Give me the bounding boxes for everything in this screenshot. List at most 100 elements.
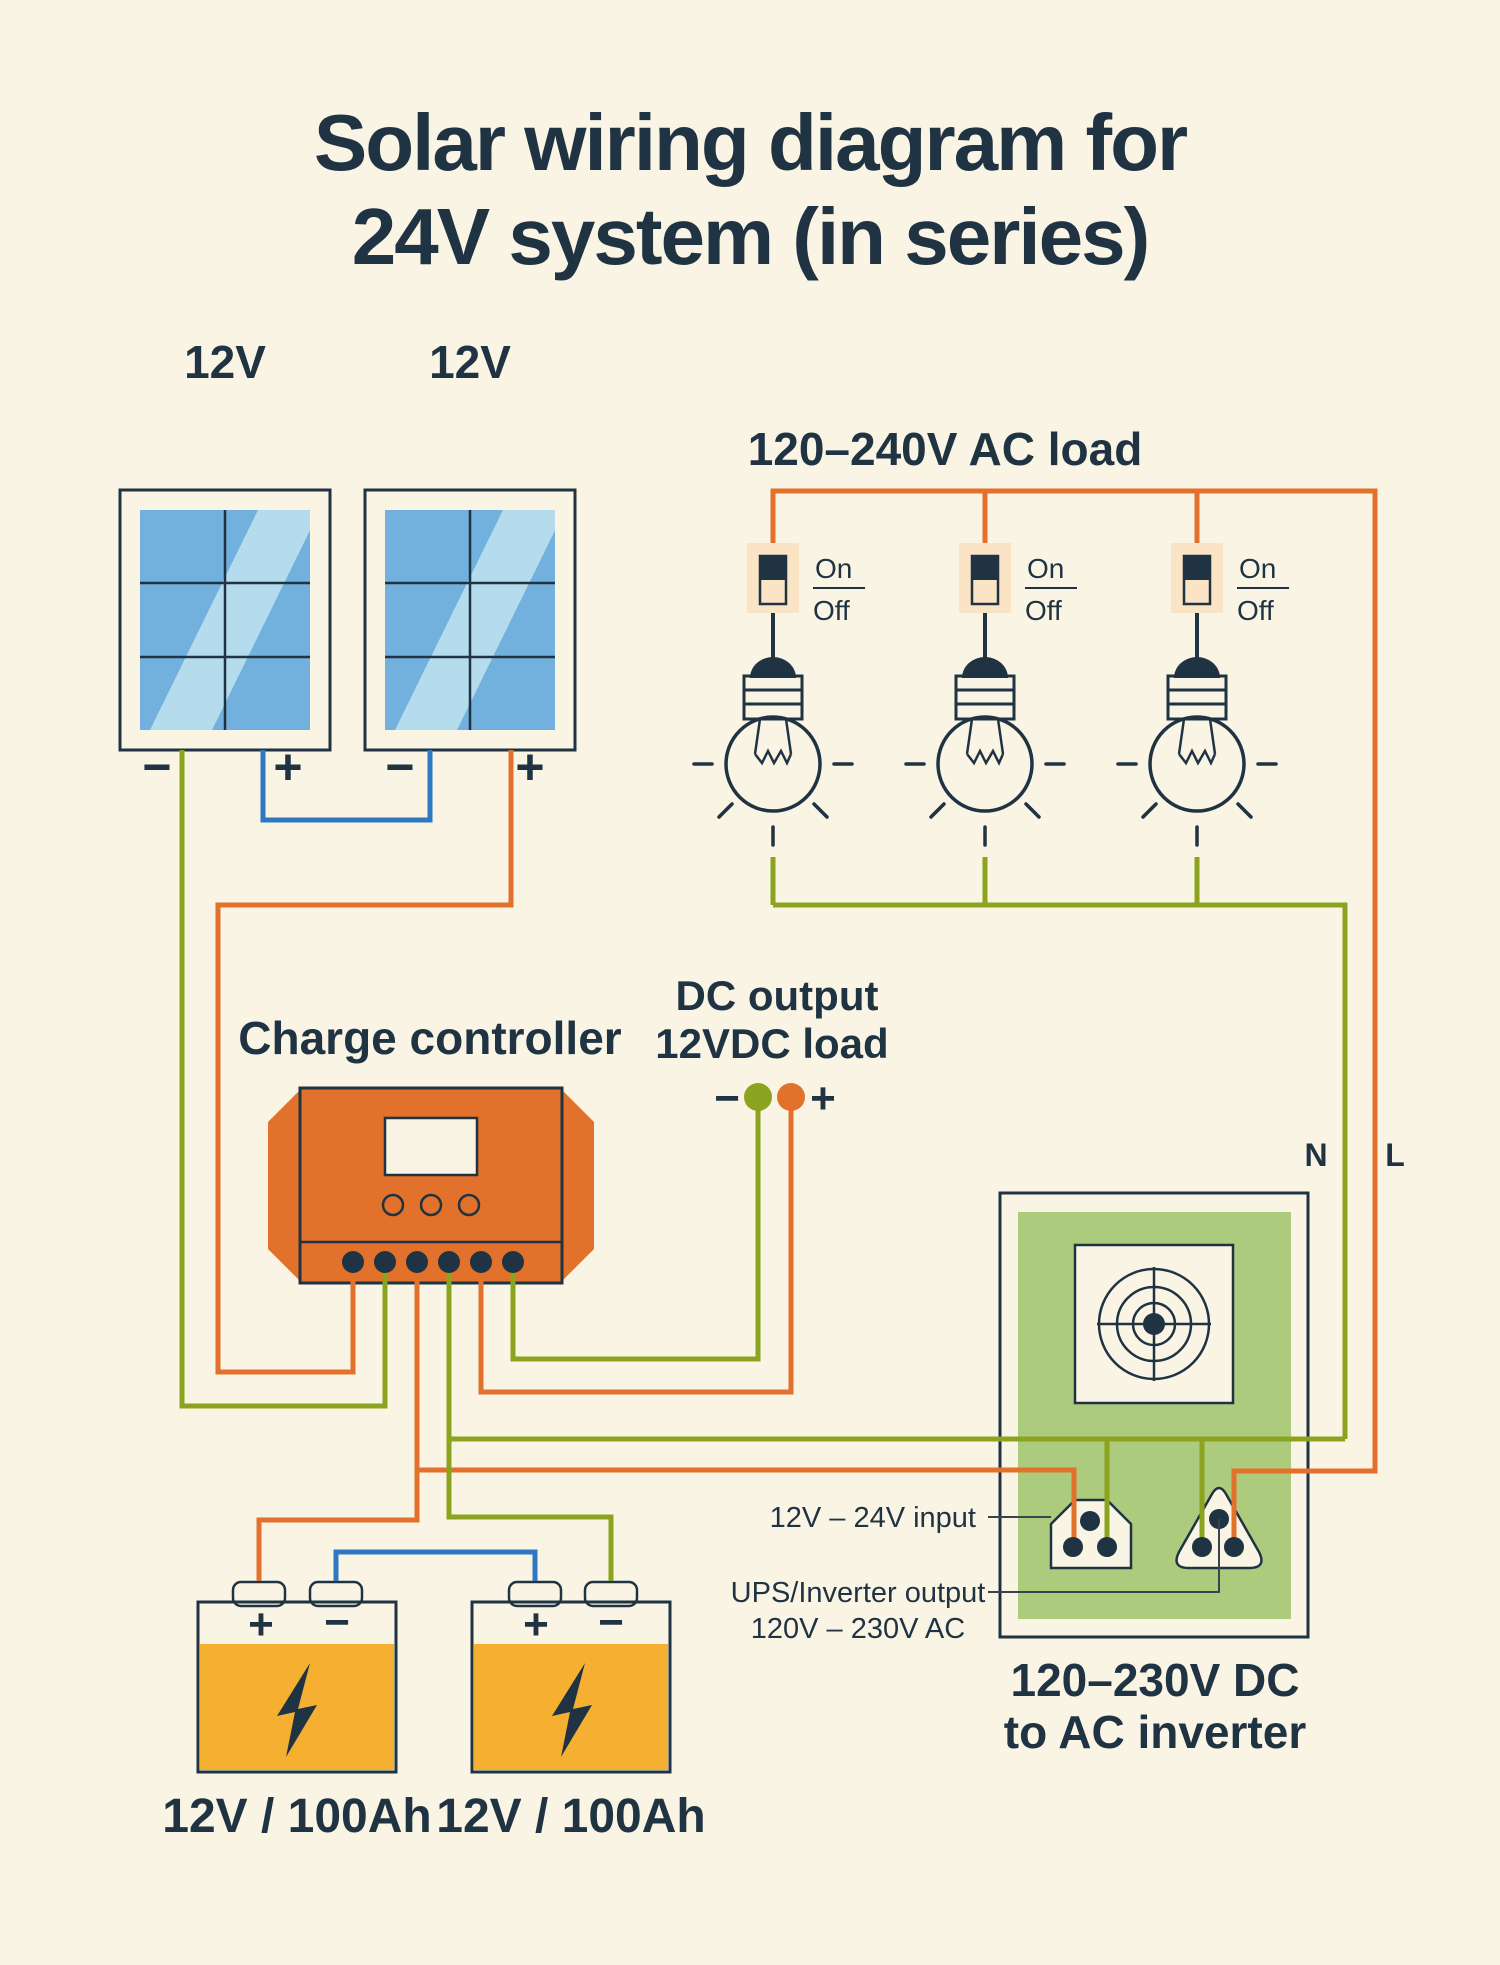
light-bulb-2 <box>904 613 1066 847</box>
switch-2-toggle-knob <box>972 556 998 580</box>
ac-switch-2: On Off <box>959 543 1077 626</box>
battery-1-body <box>196 1600 398 1774</box>
inverter <box>998 1191 1310 1639</box>
battery-2-plus-sign: + <box>523 1600 549 1649</box>
pv2-positive-wire <box>215 750 514 1375</box>
switch-3-on-label: On <box>1239 553 1276 584</box>
dc-output-negative-dot <box>744 1083 772 1111</box>
output-socket-left-pin <box>1192 1537 1212 1557</box>
switch-2-off-label: Off <box>1025 595 1062 626</box>
battery-1-minus-sign: − <box>324 1598 350 1647</box>
socket-pins <box>1063 1509 1244 1557</box>
pv1-negative-wire <box>179 750 388 1409</box>
controller-terminal-2 <box>374 1251 396 1273</box>
charge-controller-label: Charge controller <box>238 1012 622 1064</box>
inverter-output-label-line2: 120V – 230V AC <box>751 1613 965 1645</box>
panel-2-minus-sign: − <box>385 739 414 795</box>
charge-controller: Charge controller <box>238 1012 622 1285</box>
battery-1-label: 12V / 100Ah <box>162 1790 431 1843</box>
solar-panel-2-glare <box>395 510 555 730</box>
controller-display <box>383 1116 479 1177</box>
ac-load-label: 120–240V AC load <box>748 423 1143 475</box>
inverter-output-label-line1: UPS/Inverter output <box>731 1577 986 1609</box>
bulb-2-cap <box>962 657 1008 678</box>
battery-1: + − 12V / 100Ah <box>162 1580 432 1843</box>
battery-series-link-wire <box>333 1549 538 1581</box>
bulb-3-cap <box>1174 657 1220 678</box>
bulb-2-globe <box>936 715 1034 813</box>
solar-panel-2-label: 12V <box>429 336 511 388</box>
switch-1-on-label: On <box>815 553 852 584</box>
controller-terminal-3 <box>406 1251 428 1273</box>
inverter-caption-line2: to AC inverter <box>1004 1706 1307 1758</box>
solar-panel-2: 12V − + <box>363 336 577 795</box>
solar-panel-1-label: 12V <box>184 336 266 388</box>
solar-panel-1-glare <box>150 510 310 730</box>
panel-1-plus-sign: + <box>273 739 302 795</box>
battery-1-bolt-icon <box>277 1663 317 1757</box>
bulb-1-globe <box>724 715 822 813</box>
controller-terminal-5 <box>470 1251 492 1273</box>
battery-2-negative-cap <box>583 1580 639 1608</box>
panel-1-minus-sign: − <box>142 739 171 795</box>
live-wire <box>770 488 1378 1547</box>
battery-2-positive-cap <box>507 1580 563 1608</box>
page-title-line2: 24V system (in series) <box>352 192 1148 281</box>
solar-panel-1-grid <box>140 510 310 730</box>
bulb-1-rays <box>692 762 854 847</box>
inverter-input-label: 12V – 24V input <box>770 1502 976 1534</box>
battery-1-negative-cap <box>308 1580 364 1608</box>
battery-2-minus-sign: − <box>598 1598 624 1647</box>
dc-output-plus-sign: + <box>810 1074 836 1123</box>
battery-2-bolt-icon <box>552 1663 592 1757</box>
inverter-output-pointer-line <box>988 1519 1220 1593</box>
wiring <box>179 488 1378 1581</box>
inverter-l-label: L <box>1385 1137 1405 1173</box>
controller-terminal-4 <box>438 1251 460 1273</box>
solar-panel-2-grid <box>385 510 555 730</box>
bulb-2-filament <box>965 718 1005 766</box>
light-bulb-1 <box>692 613 854 847</box>
solar-panel-1: 12V − + <box>118 336 332 795</box>
ac-switch-1: On Off <box>747 543 865 626</box>
bulb-1-cap <box>750 657 796 678</box>
dc-output-label-line1: DC output <box>676 972 879 1019</box>
dc-output-label-line2: 12VDC load <box>655 1020 888 1067</box>
bulb-1-filament <box>753 718 793 766</box>
bulb-3-filament <box>1177 718 1217 766</box>
battery-2: + − 12V / 100Ah <box>436 1580 706 1843</box>
battery-1-plus-sign: + <box>248 1600 274 1649</box>
output-socket-right-pin <box>1224 1537 1244 1557</box>
controller-terminal-1 <box>342 1251 364 1273</box>
controller-face <box>298 1086 564 1285</box>
inverter-caption-line1: 120–230V DC <box>1011 1654 1300 1706</box>
dc-output: DC output 12VDC load − + <box>655 972 888 1123</box>
controller-button-2 <box>419 1193 443 1217</box>
inverter-n-label: N <box>1304 1137 1327 1173</box>
light-bulb-3 <box>1116 613 1278 847</box>
battery-negative-wire <box>446 1262 614 1581</box>
controller-vents <box>325 1118 538 1212</box>
switch-1-toggle-knob <box>760 556 786 580</box>
dc-output-negative-wire <box>510 1097 761 1362</box>
dc-output-positive-dot <box>777 1083 805 1111</box>
solar-panel-1-frame <box>118 488 332 752</box>
dc-output-minus-sign: − <box>714 1074 740 1123</box>
switch-3-toggle-knob <box>1184 556 1210 580</box>
controller-button-1 <box>381 1193 405 1217</box>
battery-positive-wire <box>256 1262 420 1581</box>
panel-2-plus-sign: + <box>515 739 544 795</box>
ac-switch-3: On Off <box>1171 543 1289 626</box>
pv-series-link-wire <box>260 750 433 823</box>
input-socket-left-pin <box>1063 1537 1083 1557</box>
switch-1-off-label: Off <box>813 595 850 626</box>
inverter-input-positive-wire <box>417 1467 1077 1547</box>
bulb-3-rays <box>1116 762 1278 847</box>
bulb-1-screw-base <box>742 674 804 721</box>
solar-panel-2-frame <box>363 488 577 752</box>
inverter-fan-icon <box>1073 1243 1235 1405</box>
bulb-2-screw-base <box>954 674 1016 721</box>
battery-1-positive-cap <box>231 1580 287 1608</box>
bulb-2-rays <box>904 762 1066 847</box>
